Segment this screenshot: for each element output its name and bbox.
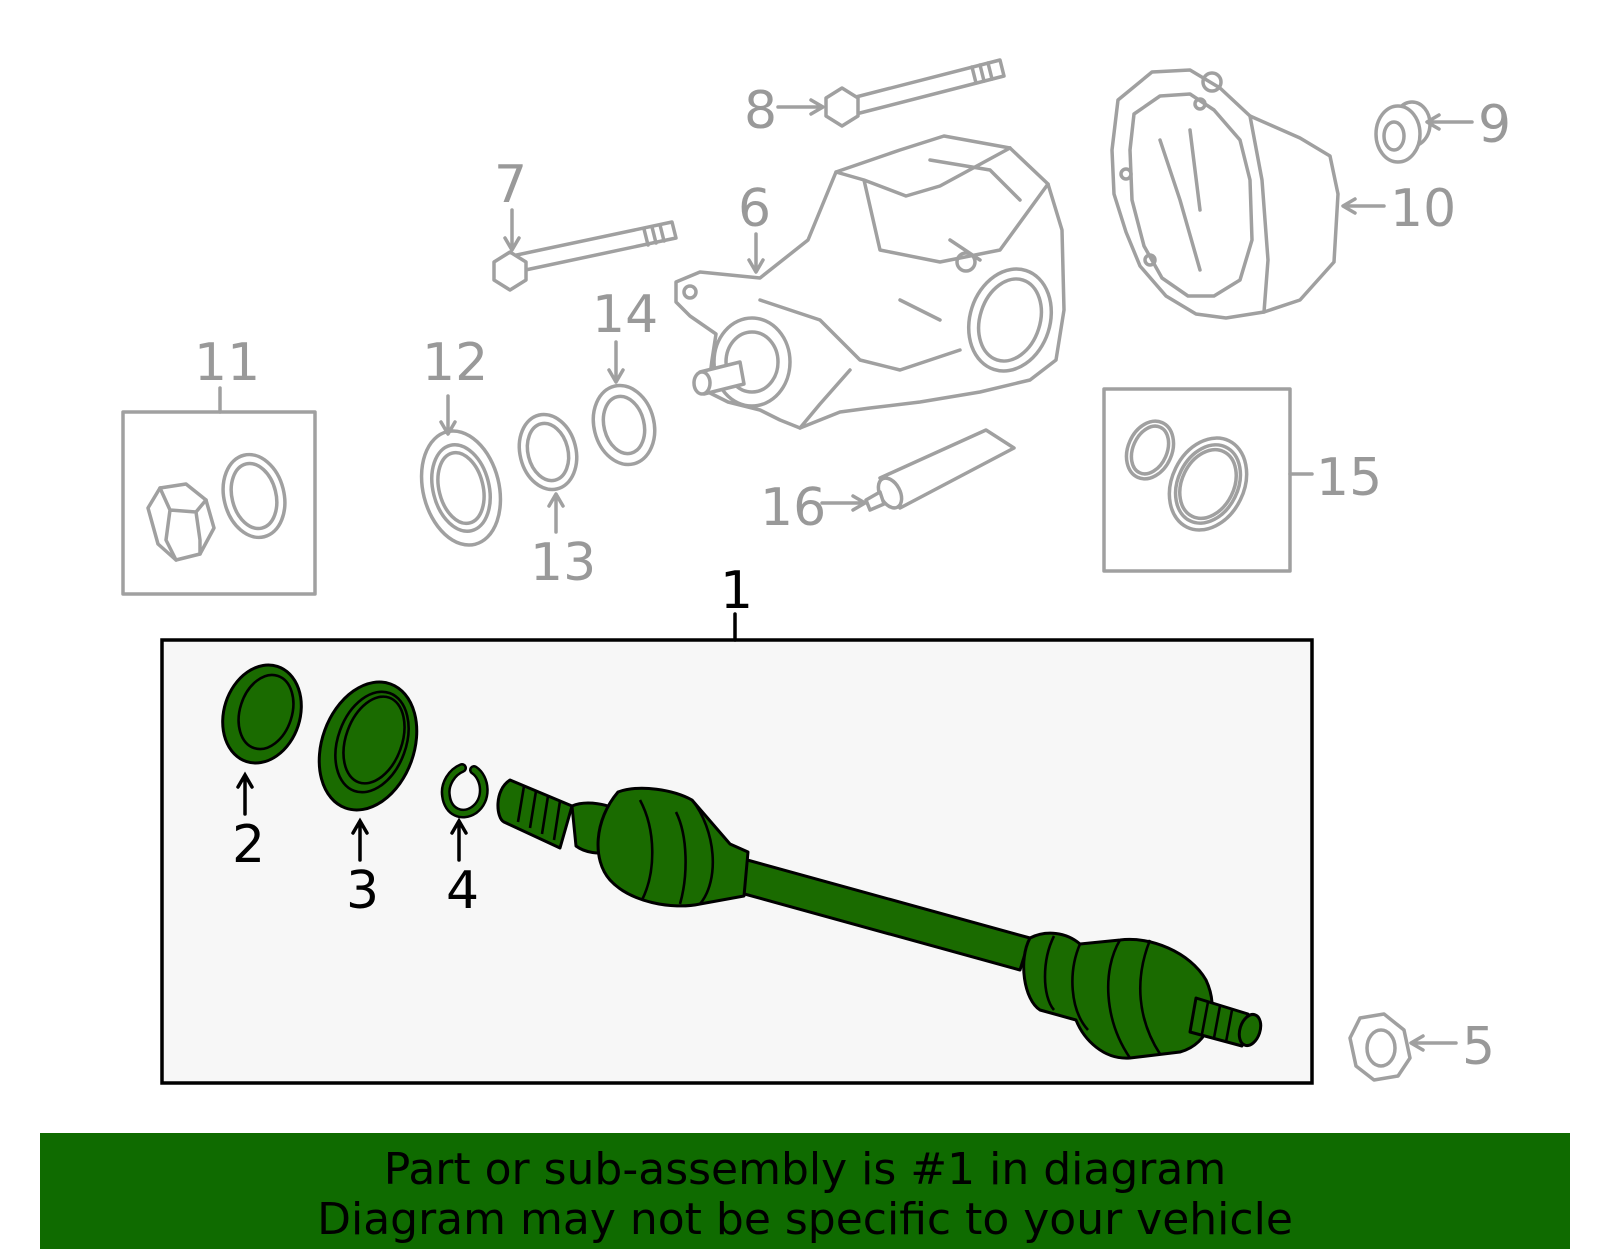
arrow-8 <box>776 98 825 116</box>
arrow-3 <box>351 817 369 862</box>
callout-14: 14 <box>592 285 658 345</box>
banner-line-2: Diagram may not be specific to your vehi… <box>317 1194 1293 1245</box>
part-15-seal <box>1167 436 1249 532</box>
callout-13: 13 <box>530 533 596 593</box>
callout-9: 9 <box>1478 95 1511 155</box>
part-15-box <box>1102 387 1292 573</box>
part-4-snap-ring[interactable] <box>440 763 489 819</box>
part-6-differential <box>674 134 1066 430</box>
part-11-seal <box>221 452 287 540</box>
info-banner: Part or sub-assembly is #1 in diagram Di… <box>40 1133 1570 1249</box>
callout-7: 7 <box>494 155 527 215</box>
callout-11: 11 <box>194 333 260 393</box>
arrow-16 <box>820 494 867 512</box>
arrow-13 <box>547 492 565 534</box>
arrow-9 <box>1425 113 1474 131</box>
callout-4: 4 <box>446 861 479 921</box>
part-16-sealant-tube <box>864 428 1016 512</box>
arrow-14 <box>607 340 625 384</box>
part-12-seal <box>419 429 503 547</box>
callout-8: 8 <box>744 81 777 141</box>
arrow-10 <box>1341 197 1386 215</box>
part-11-nut <box>146 482 216 562</box>
callout-6: 6 <box>738 179 771 239</box>
arrow-7 <box>503 208 521 252</box>
callout-3: 3 <box>346 861 379 921</box>
arrow-12 <box>439 394 457 436</box>
part-9-plug <box>1374 100 1432 164</box>
callout-16: 16 <box>760 478 826 538</box>
callout-1: 1 <box>720 561 753 621</box>
callout-5: 5 <box>1462 1017 1495 1077</box>
part-7-bolt <box>492 220 678 292</box>
part-5-nut <box>1348 1012 1412 1082</box>
part-1-axle-shaft[interactable] <box>496 778 1265 1060</box>
arrow-5 <box>1409 1034 1458 1052</box>
callout-12: 12 <box>422 333 488 393</box>
part-8-bolt <box>824 58 1006 128</box>
arrow-4 <box>450 817 468 862</box>
part-2-seal[interactable] <box>210 655 313 774</box>
callout-2: 2 <box>232 815 265 875</box>
part-15-o-ring <box>1124 419 1176 481</box>
callout-10: 10 <box>1390 179 1456 239</box>
banner-line-1: Part or sub-assembly is #1 in diagram <box>383 1144 1227 1195</box>
part-10-cover <box>1110 68 1340 320</box>
part-13-seal <box>517 412 579 492</box>
part-14-seal <box>591 383 657 467</box>
part-3-seal[interactable] <box>302 668 434 824</box>
callout-15: 15 <box>1316 448 1382 508</box>
arrow-6 <box>747 232 765 274</box>
arrow-2 <box>236 771 254 816</box>
